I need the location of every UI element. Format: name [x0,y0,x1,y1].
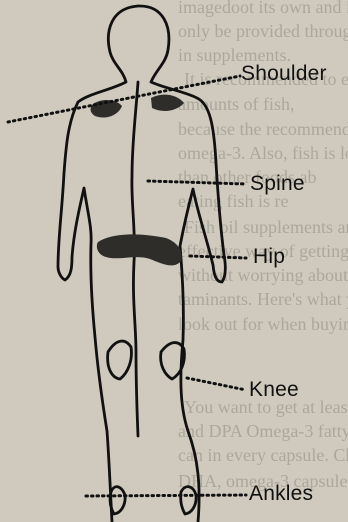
ankles-pointer-line [86,495,246,496]
hip-highlight [97,234,182,265]
spine-pointer-line [148,181,246,184]
left-knee-outline [108,341,132,379]
body-outline [58,6,225,522]
hip-label: Hip [253,245,285,269]
spine-line [132,82,138,436]
right-ankle-outline [181,487,196,514]
spine-label: Spine [250,172,305,196]
knee-pointer-line [187,378,246,390]
right-shoulder-highlight [151,95,184,111]
knee-label: Knee [249,378,299,402]
ankles-label: Ankles [249,482,313,506]
shoulder-label: Shoulder [241,62,327,86]
hip-pointer-line [190,256,246,258]
